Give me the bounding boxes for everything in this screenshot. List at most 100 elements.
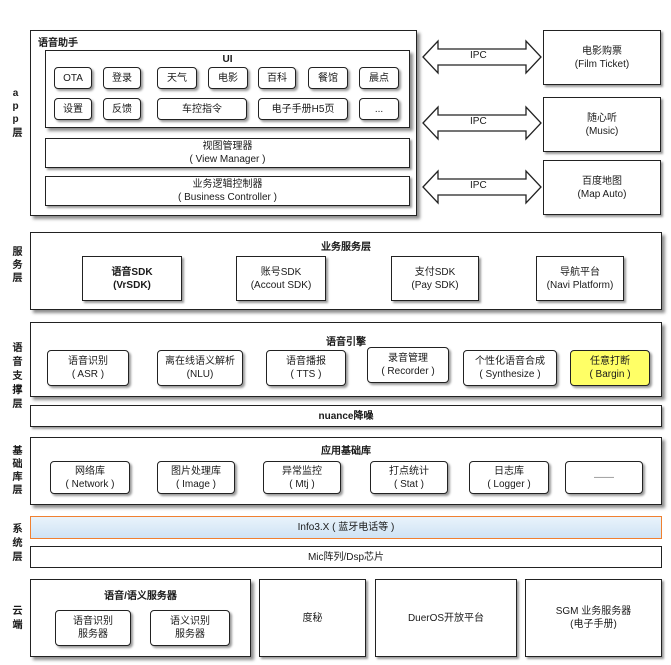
base-mtj-zh: 异常监控 <box>282 465 322 477</box>
service-account-sdk-en: (Accout SDK) <box>250 279 312 291</box>
system-info3x-box: Info3.X ( 蓝牙电话等 ) <box>30 516 662 539</box>
voice-synthesize-zh: 个性化语音合成 <box>475 356 545 367</box>
service-account-sdk: 账号SDK (Accout SDK) <box>236 256 326 301</box>
external-map-auto-zh: 百度地图 <box>582 175 622 187</box>
external-music: 随心听 (Music) <box>543 97 661 152</box>
ui-item-more-label: ... <box>374 103 384 115</box>
voice-synthesize-en: ( Synthesize ) <box>479 369 541 380</box>
service-navi-platform: 导航平台 (Navi Platform) <box>536 256 624 301</box>
cloud-nlu-server-en: 服务器 <box>175 629 205 640</box>
app-title: 语音助手 <box>38 38 78 49</box>
external-map-auto-en: (Map Auto) <box>577 188 627 200</box>
business-controller-en: ( Business Controller ) <box>178 192 277 203</box>
service-navi-platform-en: (Navi Platform) <box>546 279 614 291</box>
ui-item-manual-h5-label: 电子手册H5页 <box>271 103 335 115</box>
service-pay-sdk: 支付SDK (Pay SDK) <box>391 256 479 301</box>
business-controller-box: 业务逻辑控制器 ( Business Controller ) <box>45 176 410 206</box>
app-voice-assistant-panel: 语音助手 UI 视图管理器 ( View Manager ) 业务逻辑控制器 (… <box>30 30 417 216</box>
cloud-nlu-server-zh: 语义识别 <box>170 616 210 627</box>
base-mtj-en: ( Mtj ) <box>289 478 315 490</box>
base-network-zh: 网络库 <box>75 465 105 477</box>
ui-item-weather-label: 天气 <box>167 72 187 84</box>
external-film-ticket: 电影购票 (Film Ticket) <box>543 30 661 85</box>
service-pay-sdk-en: (Pay SDK) <box>411 279 459 291</box>
voice-nlu-en: (NLU) <box>186 369 214 380</box>
base-stat-zh: 打点统计 <box>389 465 429 477</box>
base-stat: 打点统计 ( Stat ) <box>370 461 448 494</box>
voice-engine-title: 语音引擎 <box>326 337 366 348</box>
ui-item-restaurant: 餐馆 <box>308 67 348 89</box>
base-mtj: 异常监控 ( Mtj ) <box>263 461 341 494</box>
voice-bargin-en: ( Bargin ) <box>589 369 631 380</box>
base-image-zh: 图片处理库 <box>171 465 221 477</box>
base-image: 图片处理库 ( Image ) <box>157 461 235 494</box>
view-manager-en: ( View Manager ) <box>189 154 266 165</box>
ui-item-restaurant-label: 餐馆 <box>318 72 338 84</box>
service-vrsdk-zh: 语音SDK <box>111 266 153 278</box>
ui-title: UI <box>222 54 233 65</box>
voice-tts: 语音播报 ( TTS ) <box>266 350 346 386</box>
voice-asr: 语音识别 ( ASR ) <box>47 350 129 386</box>
base-placeholder: —— <box>565 461 643 494</box>
layer-label-service: 服务层 <box>8 246 22 289</box>
service-title: 业务服务层 <box>321 242 371 253</box>
cloud-asr-server: 语音识别 服务器 <box>55 610 131 646</box>
ipc-arrow-1 <box>422 39 542 75</box>
base-logger-zh: 日志库 <box>494 465 524 477</box>
service-pay-sdk-zh: 支付SDK <box>414 266 456 278</box>
ui-item-settings-label: 设置 <box>63 103 83 115</box>
cloud-dueros: DuerOS开放平台 <box>375 579 517 657</box>
ipc-label-3: IPC <box>470 180 487 191</box>
ui-item-movie-label: 电影 <box>218 72 238 84</box>
external-film-ticket-zh: 电影购票 <box>582 45 622 57</box>
cloud-voice-service-title: 语音/语义服务器 <box>104 591 177 602</box>
layer-label-base: 基础库层 <box>8 445 22 501</box>
ipc-label-2: IPC <box>470 116 487 127</box>
ui-item-manual-h5: 电子手册H5页 <box>258 98 348 120</box>
ui-item-login: 登录 <box>103 67 141 89</box>
layer-label-service-text: 服务层 <box>10 246 21 285</box>
base-network: 网络库 ( Network ) <box>50 461 130 494</box>
base-placeholder-label: —— <box>594 472 614 483</box>
layer-label-base-text: 基础库层 <box>10 445 21 497</box>
view-manager-zh: 视图管理器 <box>202 141 253 152</box>
layer-label-voice-text: 语音支撑层 <box>10 342 21 412</box>
ui-item-movie: 电影 <box>208 67 248 89</box>
layer-label-voice: 语音支撑层 <box>8 342 22 416</box>
ui-item-scenic-label: 晨点 <box>369 72 389 84</box>
base-image-en: ( Image ) <box>175 478 216 490</box>
ui-item-scenic: 晨点 <box>359 67 399 89</box>
voice-bargin: 任意打断 ( Bargin ) <box>570 350 650 386</box>
voice-recorder-en: ( Recorder ) <box>381 366 435 377</box>
layer-label-cloud-text: 云端 <box>10 605 21 633</box>
service-navi-platform-zh: 导航平台 <box>560 266 600 278</box>
ui-item-settings: 设置 <box>54 98 92 120</box>
ui-item-feedback: 反馈 <box>103 98 141 120</box>
cloud-dumi: 度秘 <box>259 579 366 657</box>
system-mic-dsp-label: Mic阵列/Dsp芯片 <box>307 551 385 563</box>
service-account-sdk-zh: 账号SDK <box>260 266 302 278</box>
voice-asr-zh: 语音识别 <box>68 356 108 367</box>
voice-recorder-zh: 录音管理 <box>388 353 428 364</box>
voice-nlu: 离在线语义解析 (NLU) <box>157 350 243 386</box>
voice-nlu-zh: 离在线语义解析 <box>165 356 235 367</box>
ui-item-ota-label: OTA <box>63 72 83 84</box>
layer-label-app: app层 <box>8 88 22 143</box>
business-controller-zh: 业务逻辑控制器 <box>192 179 263 190</box>
cloud-dumi-label: 度秘 <box>302 612 323 624</box>
ui-item-feedback-label: 反馈 <box>112 103 132 115</box>
system-info3x-label: Info3.X ( 蓝牙电话等 ) <box>297 522 395 533</box>
base-logger-en: ( Logger ) <box>487 478 531 490</box>
external-music-zh: 随心听 <box>587 112 617 124</box>
layer-label-cloud: 云端 <box>8 605 22 637</box>
voice-synthesize: 个性化语音合成 ( Synthesize ) <box>463 350 557 386</box>
ui-item-wiki: 百科 <box>258 67 296 89</box>
base-stat-en: ( Stat ) <box>393 478 424 490</box>
voice-recorder: 录音管理 ( Recorder ) <box>367 347 449 383</box>
layer-label-app-text: app层 <box>10 88 21 139</box>
nuance-denoise-label: nuance降噪 <box>318 410 374 422</box>
external-film-ticket-en: (Film Ticket) <box>574 58 630 70</box>
ui-item-weather: 天气 <box>157 67 197 89</box>
voice-tts-zh: 语音播报 <box>286 356 326 367</box>
